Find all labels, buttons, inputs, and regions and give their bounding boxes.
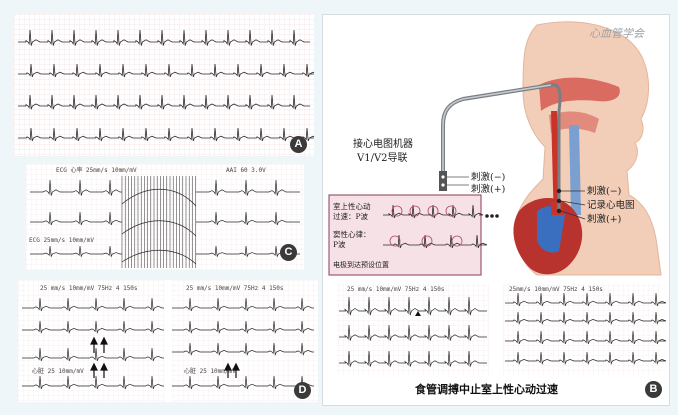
ecg-trace (172, 342, 314, 357)
ecg-trace (383, 204, 484, 219)
panel-d-arrows (90, 336, 240, 378)
panel-c-strip-label-2: AAI 60 3.0V (226, 167, 266, 174)
ellipsis-dots (485, 214, 499, 218)
ecg-trace (339, 350, 487, 367)
panel-d-header-left: 25 mm/s 10mm/mV 75Hz 4 150s (40, 285, 138, 292)
panel-c-strip-label-1: ECG 心率 25mm/s 10mm/mV (56, 166, 137, 174)
device-label-2: V1/V2导联 (356, 152, 408, 164)
ecg-trace (18, 127, 314, 142)
ecg-trace (339, 296, 487, 316)
heart-stim-minus-label: 刺激(−) (587, 185, 621, 197)
ecg-trace (30, 211, 122, 226)
ecg-trace (172, 297, 314, 312)
ecg-trace (339, 324, 487, 341)
heart-stim-plus-label: 刺激(+) (587, 213, 621, 225)
trachea (569, 125, 581, 215)
device-label-1: 接心电图机器 (353, 137, 413, 150)
inset-line-1: 室上性心动 (333, 201, 371, 211)
panel-a-badge: A (290, 136, 307, 153)
inset-line-3: 窦性心律： (333, 229, 371, 239)
panel-d-badge: D (294, 382, 311, 399)
panel-b-badge: B (645, 381, 662, 398)
ecg-trace (121, 188, 197, 265)
ecg-trace (22, 320, 164, 335)
ecg-trace (505, 351, 667, 366)
ecg-trace (383, 234, 488, 249)
panel-c-badge: C (280, 244, 297, 261)
ecg-trace (30, 179, 122, 196)
panel-d-footer-right: 心脏 25 10mm/mV (184, 367, 236, 375)
watermark: 心血管学会 (589, 27, 645, 40)
heart-record-label: 记录心电图 (587, 199, 635, 211)
ecg-trace (22, 297, 164, 312)
ecg-trace (18, 94, 310, 110)
ecg-trace (505, 311, 667, 326)
ecg-trace (196, 245, 300, 258)
ecg-trace (30, 245, 122, 258)
panel-c: ECG 心率 25mm/s 10mm/mV AAI 60 3.0V ECG 25… (26, 164, 304, 270)
bottom-right-header: 25mm/s 10mm/mV 75Hz 4 150s (509, 286, 603, 293)
panel-b-caption: 食管调搏中止室上性心动过速 (415, 382, 558, 396)
ecg-trace (22, 347, 164, 362)
ecg-trace (196, 179, 300, 196)
ecg-trace (505, 292, 667, 307)
ecg-trace (18, 63, 314, 78)
panel-d: 25 mm/s 10mm/mV 75Hz 4 150s 25 mm/s 10mm… (18, 280, 318, 402)
inset-line-2: 过速：P波 (333, 211, 369, 221)
ecg-strip-d: 25 mm/s 10mm/mV 75Hz 4 150s 25 mm/s 10mm… (18, 280, 318, 402)
panel-c-footer: ECG 25mm/s 10mm/mV (29, 237, 94, 244)
ecg-trace (505, 330, 667, 345)
panel-b-diagram: 心血管学会 接心电图机器 V1/V2导联 刺激(−) 刺激(+) 刺激(−) 记… (328, 21, 667, 396)
ecg-trace (22, 375, 164, 390)
panel-b: 心血管学会 接心电图机器 V1/V2导联 刺激(−) 刺激(+) 刺激(−) 记… (322, 14, 670, 406)
ecg-trace (172, 320, 314, 335)
ecg-trace (18, 29, 310, 46)
bottom-left-header: 25 mm/s 10mm/mV 75Hz 4 150s (347, 286, 445, 293)
ecg-strip-c: ECG 心率 25mm/s 10mm/mV AAI 60 3.0V ECG 25… (26, 164, 304, 270)
stim-minus-label: 刺激(−) (471, 171, 505, 183)
panel-d-footer-left: 心脏 25 10mm/mV (32, 367, 84, 375)
panel-a: A (14, 14, 314, 156)
inset-line-4: P波 (333, 239, 346, 249)
ecg-trace (196, 211, 300, 226)
stim-plus-label: 刺激(+) (471, 183, 505, 195)
ecg-strip-a (14, 14, 314, 156)
inset-line-5: 电极到达预设位置 (333, 260, 389, 269)
panel-d-header-right: 25 mm/s 10mm/mV 75Hz 4 150s (186, 285, 284, 292)
inset-circles (389, 205, 463, 247)
